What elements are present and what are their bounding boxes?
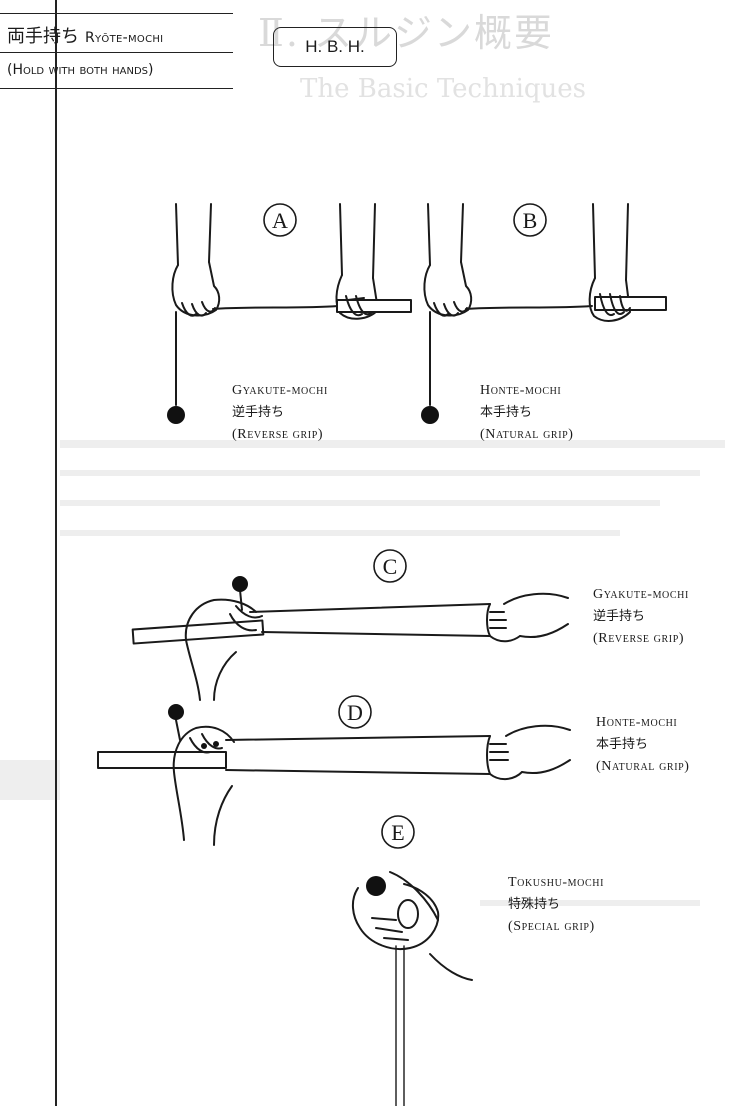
figure-d-illustration xyxy=(97,704,571,846)
figure-d-marker xyxy=(338,695,372,729)
figure-a-letter: A xyxy=(272,208,288,233)
figure-e-japanese: 特殊持ち xyxy=(508,897,561,912)
section-title-romaji: Ryōte-mochi xyxy=(85,30,164,46)
bleed-through-band xyxy=(60,470,700,476)
weight-ball-icon xyxy=(232,576,248,592)
figure-b-letter: B xyxy=(523,208,538,233)
figure-b-english: (Natural grip) xyxy=(480,427,574,442)
bleed-through-subtitle: The Basic Techniques xyxy=(300,74,587,104)
figure-e-letter: E xyxy=(391,820,404,845)
figure-e-marker xyxy=(381,815,415,849)
figure-b-japanese: 本手持ち xyxy=(480,405,533,420)
margin-rule xyxy=(55,0,57,1106)
header-rule-top xyxy=(0,13,233,14)
section-title: 両手持ち Ryōte-mochi xyxy=(7,22,163,48)
figure-d-japanese: 本手持ち xyxy=(596,737,649,752)
figure-c-letter: C xyxy=(383,554,398,579)
header-rule-bottom xyxy=(0,88,233,89)
figure-d-romaji: Honte-mochi xyxy=(596,715,678,730)
header-rule-middle xyxy=(0,52,233,53)
section-title-japanese: 両手持ち xyxy=(7,26,79,47)
figure-e-romaji: Tokushu-mochi xyxy=(508,875,605,890)
figure-a-english: (Reverse grip) xyxy=(232,427,324,442)
figure-b-romaji: Honte-mochi xyxy=(480,383,562,398)
section-subtitle: (Hold with both hands) xyxy=(7,62,154,78)
figure-e-caption: Tokushu-mochi 特殊持ち (Special grip) xyxy=(508,872,604,938)
figure-c-marker xyxy=(373,549,407,583)
bleed-through-band xyxy=(60,440,725,448)
bleed-through-band xyxy=(480,900,700,906)
weight-ball-icon xyxy=(421,406,439,424)
figure-b-caption: Honte-mochi 本手持ち (Natural grip) xyxy=(480,380,574,446)
figure-c-caption: Gyakute-mochi 逆手持ち (Reverse grip) xyxy=(593,584,689,650)
figure-e-illustration xyxy=(352,871,473,1106)
bleed-through-title: Ⅱ. スルジン概要 xyxy=(258,11,554,55)
bleed-through-band xyxy=(60,500,660,506)
figure-d-letter: D xyxy=(347,700,363,725)
weight-ball-icon xyxy=(167,406,185,424)
figure-b-illustration xyxy=(421,203,667,424)
figure-a-romaji: Gyakute-mochi xyxy=(232,383,328,398)
figure-c-english: (Reverse grip) xyxy=(593,631,685,646)
figure-a-japanese: 逆手持ち xyxy=(232,405,285,420)
weight-ball-icon xyxy=(366,876,386,896)
figure-a-marker xyxy=(263,203,297,237)
weight-ball-icon xyxy=(168,704,184,720)
figure-d-caption: Honte-mochi 本手持ち (Natural grip) xyxy=(596,712,690,778)
figure-b-marker xyxy=(513,203,547,237)
hbh-badge: H. B. H. xyxy=(273,27,397,67)
figure-c-romaji: Gyakute-mochi xyxy=(593,587,689,602)
figure-d-english: (Natural grip) xyxy=(596,759,690,774)
figure-e-english: (Special grip) xyxy=(508,919,595,934)
figure-a-illustration xyxy=(167,203,412,424)
figure-c-illustration xyxy=(131,576,569,701)
bleed-through-band xyxy=(0,760,60,800)
bleed-through-band xyxy=(60,530,620,536)
figure-c-japanese: 逆手持ち xyxy=(593,609,646,624)
figure-a-caption: Gyakute-mochi 逆手持ち (Reverse grip) xyxy=(232,380,328,446)
